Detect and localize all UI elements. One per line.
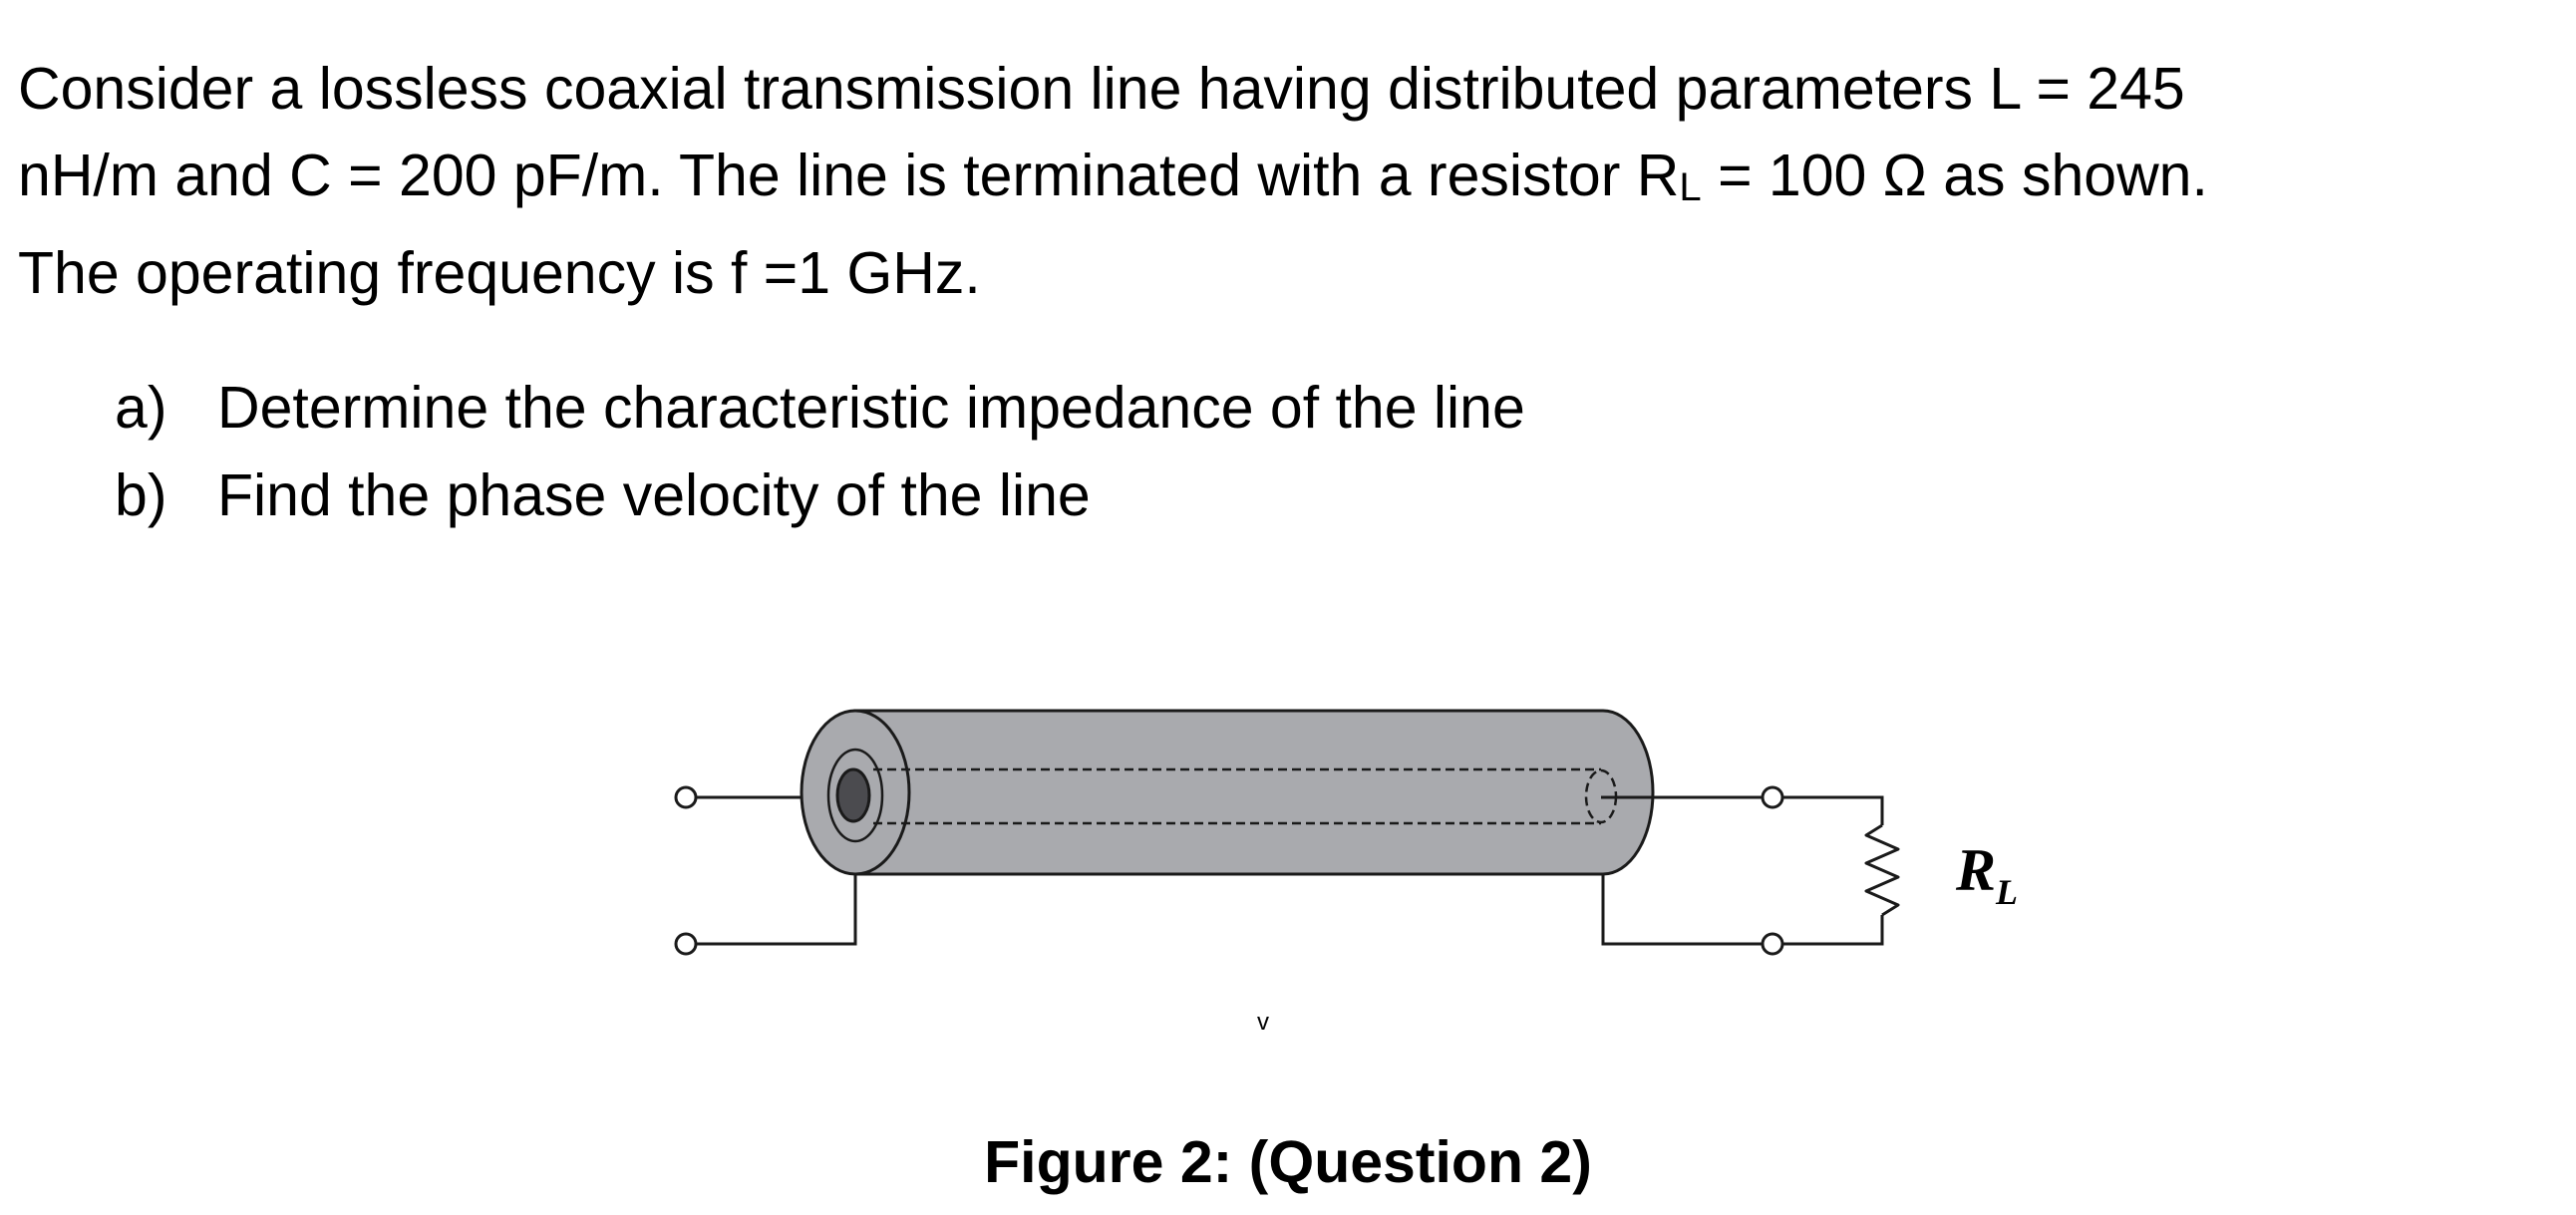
- problem-line-2-text: nH/m and C = 200 pF/m. The line is termi…: [18, 143, 1680, 208]
- problem-line-3: The operating frequency is f =1 GHz.: [18, 239, 981, 306]
- stray-mark: v: [1257, 1009, 1269, 1036]
- question-b-marker: b): [115, 462, 167, 528]
- question-b-text: Find the phase velocity of the line: [217, 462, 1091, 528]
- problem-line-2: nH/m and C = 200 pF/m. The line is termi…: [18, 133, 2570, 230]
- problem-statement: Consider a lossless coaxial transmission…: [18, 46, 2570, 317]
- problem-line-1: Consider a lossless coaxial transmission…: [18, 56, 2185, 122]
- input-terminals: [674, 785, 857, 956]
- load-resistor-label-subscript: L: [1995, 872, 2018, 912]
- input-top-terminal: [674, 785, 698, 809]
- load-wire-top: [1782, 795, 1884, 825]
- figure-caption: Figure 2: (Question 2): [984, 1129, 1592, 1195]
- load-resistor-letter: R: [1955, 837, 1996, 903]
- coax-outer-body: [853, 709, 1655, 876]
- load-resistor-icon: [1864, 823, 1900, 917]
- coax-cable: [800, 709, 1655, 876]
- coax-dielectric-ring: [826, 748, 884, 843]
- question-a-text: Determine the characteristic impedance o…: [217, 375, 1525, 441]
- output-top-terminal: [1761, 785, 1784, 809]
- load-wire-bottom: [1782, 915, 1884, 946]
- question-a-marker: a): [115, 375, 167, 441]
- question-b: b) Find the phase velocity of the line: [115, 452, 1525, 539]
- input-bottom-terminal: [674, 932, 698, 956]
- output-bottom-wire: [1601, 874, 1763, 946]
- load-resistor-subscript: L: [1679, 163, 1702, 209]
- problem-line-2-end: = 100 Ω as shown.: [1701, 143, 2208, 208]
- output-terminals: [1601, 785, 1900, 956]
- load-resistor-label: RL: [1955, 837, 2018, 912]
- inner-conductor-end: [835, 767, 871, 823]
- question-a: a) Determine the characteristic impedance…: [115, 364, 1525, 452]
- output-bottom-terminal: [1761, 932, 1784, 956]
- input-bottom-wire: [696, 875, 857, 946]
- question-list: a) Determine the characteristic impedance…: [115, 364, 1525, 539]
